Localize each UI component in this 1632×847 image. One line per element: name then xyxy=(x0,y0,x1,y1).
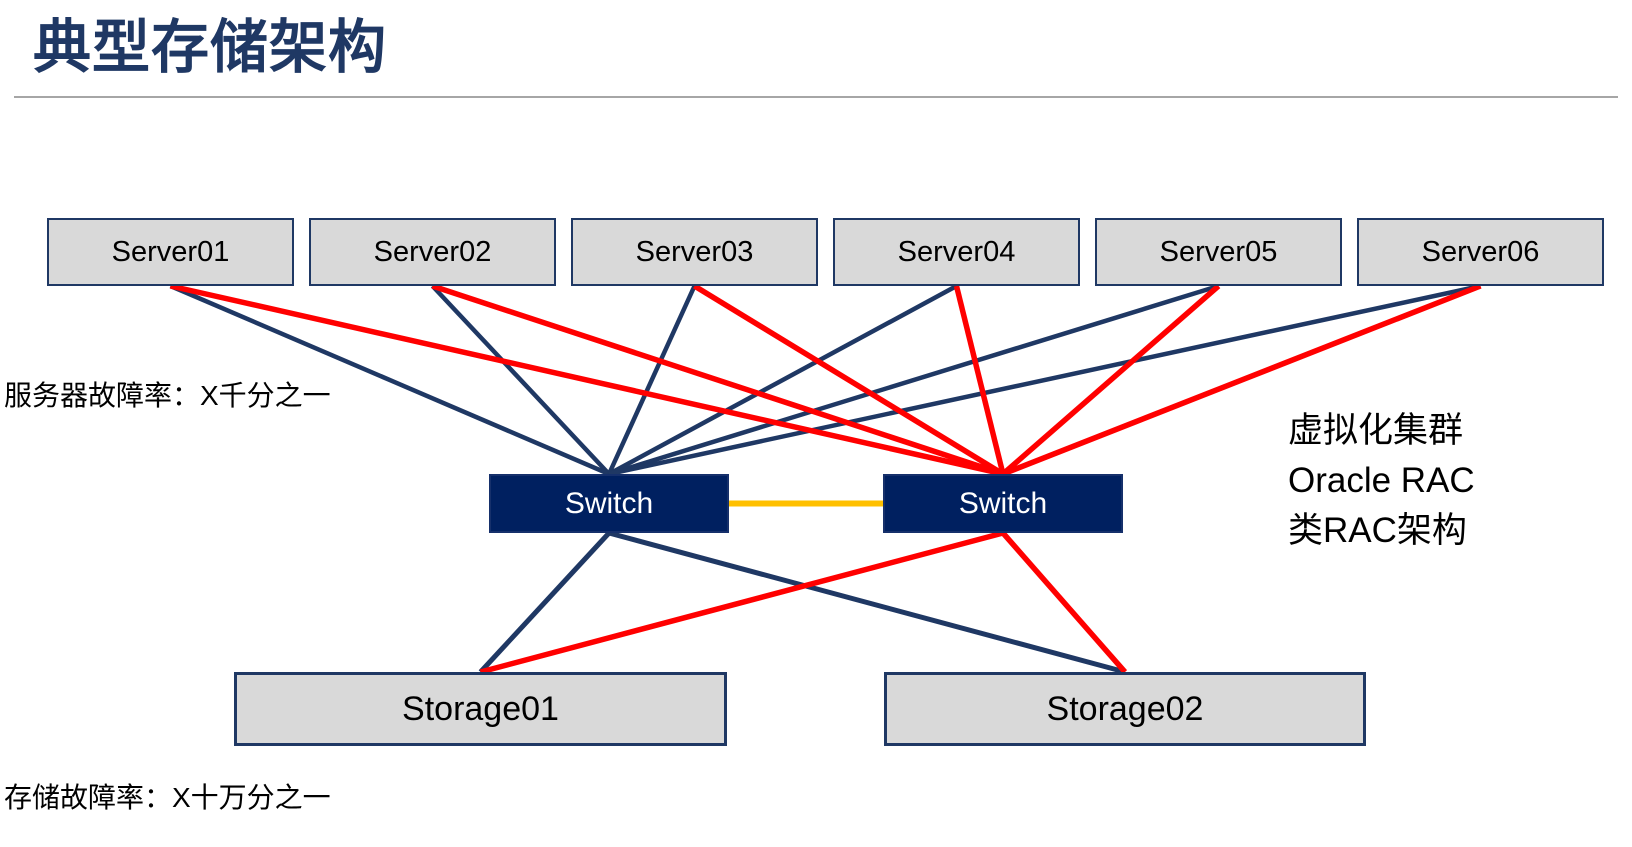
page-title: 典型存储架构 xyxy=(33,15,388,80)
link-server-4-switch-a xyxy=(607,284,958,476)
storage01-box: Storage01 xyxy=(234,672,727,746)
switch-left-label: Switch xyxy=(564,486,654,520)
switch-right-label: Switch xyxy=(958,486,1048,520)
switch-right-box: Switch xyxy=(883,474,1123,533)
server03-label: Server03 xyxy=(635,235,754,268)
link-server-4-switch-b xyxy=(953,285,1006,475)
server02-box: Server02 xyxy=(309,218,556,286)
link-server-1-switch-a xyxy=(169,283,610,477)
server05-box: Server05 xyxy=(1095,218,1342,286)
server03-box: Server03 xyxy=(571,218,818,286)
server01-box: Server01 xyxy=(47,218,294,286)
link-server-6-switch-b xyxy=(1001,283,1482,477)
cluster-note: 虚拟化集群 Oracle RAC 类RAC架构 xyxy=(1288,406,1475,556)
link-server-5-switch-a xyxy=(608,283,1220,477)
link-server-3-switch-b xyxy=(693,283,1005,477)
storage02-label: Storage02 xyxy=(1046,689,1204,728)
server06-box: Server06 xyxy=(1357,218,1604,286)
server05-label: Server05 xyxy=(1159,235,1278,268)
title-divider xyxy=(14,96,1618,98)
server04-label: Server04 xyxy=(897,235,1016,268)
server02-label: Server02 xyxy=(373,235,492,268)
link-server-6-switch-a xyxy=(608,283,1481,477)
server-failure-rate-note: 服务器故障率：X千分之一 xyxy=(4,380,331,411)
link-switch-a-storage-2 xyxy=(608,530,1126,675)
server06-label: Server06 xyxy=(1421,235,1540,268)
link-switch-b-storage-2 xyxy=(1000,531,1128,674)
switch-left-box: Switch xyxy=(489,474,729,533)
cluster-note-line-2: Oracle RAC xyxy=(1288,461,1475,500)
link-server-5-switch-b xyxy=(1001,283,1221,477)
link-server-1-switch-b xyxy=(169,283,1004,477)
server01-label: Server01 xyxy=(111,235,230,268)
cluster-note-line-3: 类RAC架构 xyxy=(1288,511,1467,550)
server04-box: Server04 xyxy=(833,218,1080,286)
storage-failure-rate-note: 存储故障率：X十万分之一 xyxy=(4,782,331,813)
link-switch-b-storage-1 xyxy=(479,530,1004,675)
storage01-label: Storage01 xyxy=(402,689,559,728)
storage02-box: Storage02 xyxy=(884,672,1366,746)
link-server-2-switch-a xyxy=(430,284,611,476)
link-server-3-switch-a xyxy=(606,285,697,475)
cluster-note-line-1: 虚拟化集群 xyxy=(1288,411,1464,450)
link-server-2-switch-b xyxy=(431,283,1004,477)
link-switch-a-storage-1 xyxy=(478,531,611,674)
